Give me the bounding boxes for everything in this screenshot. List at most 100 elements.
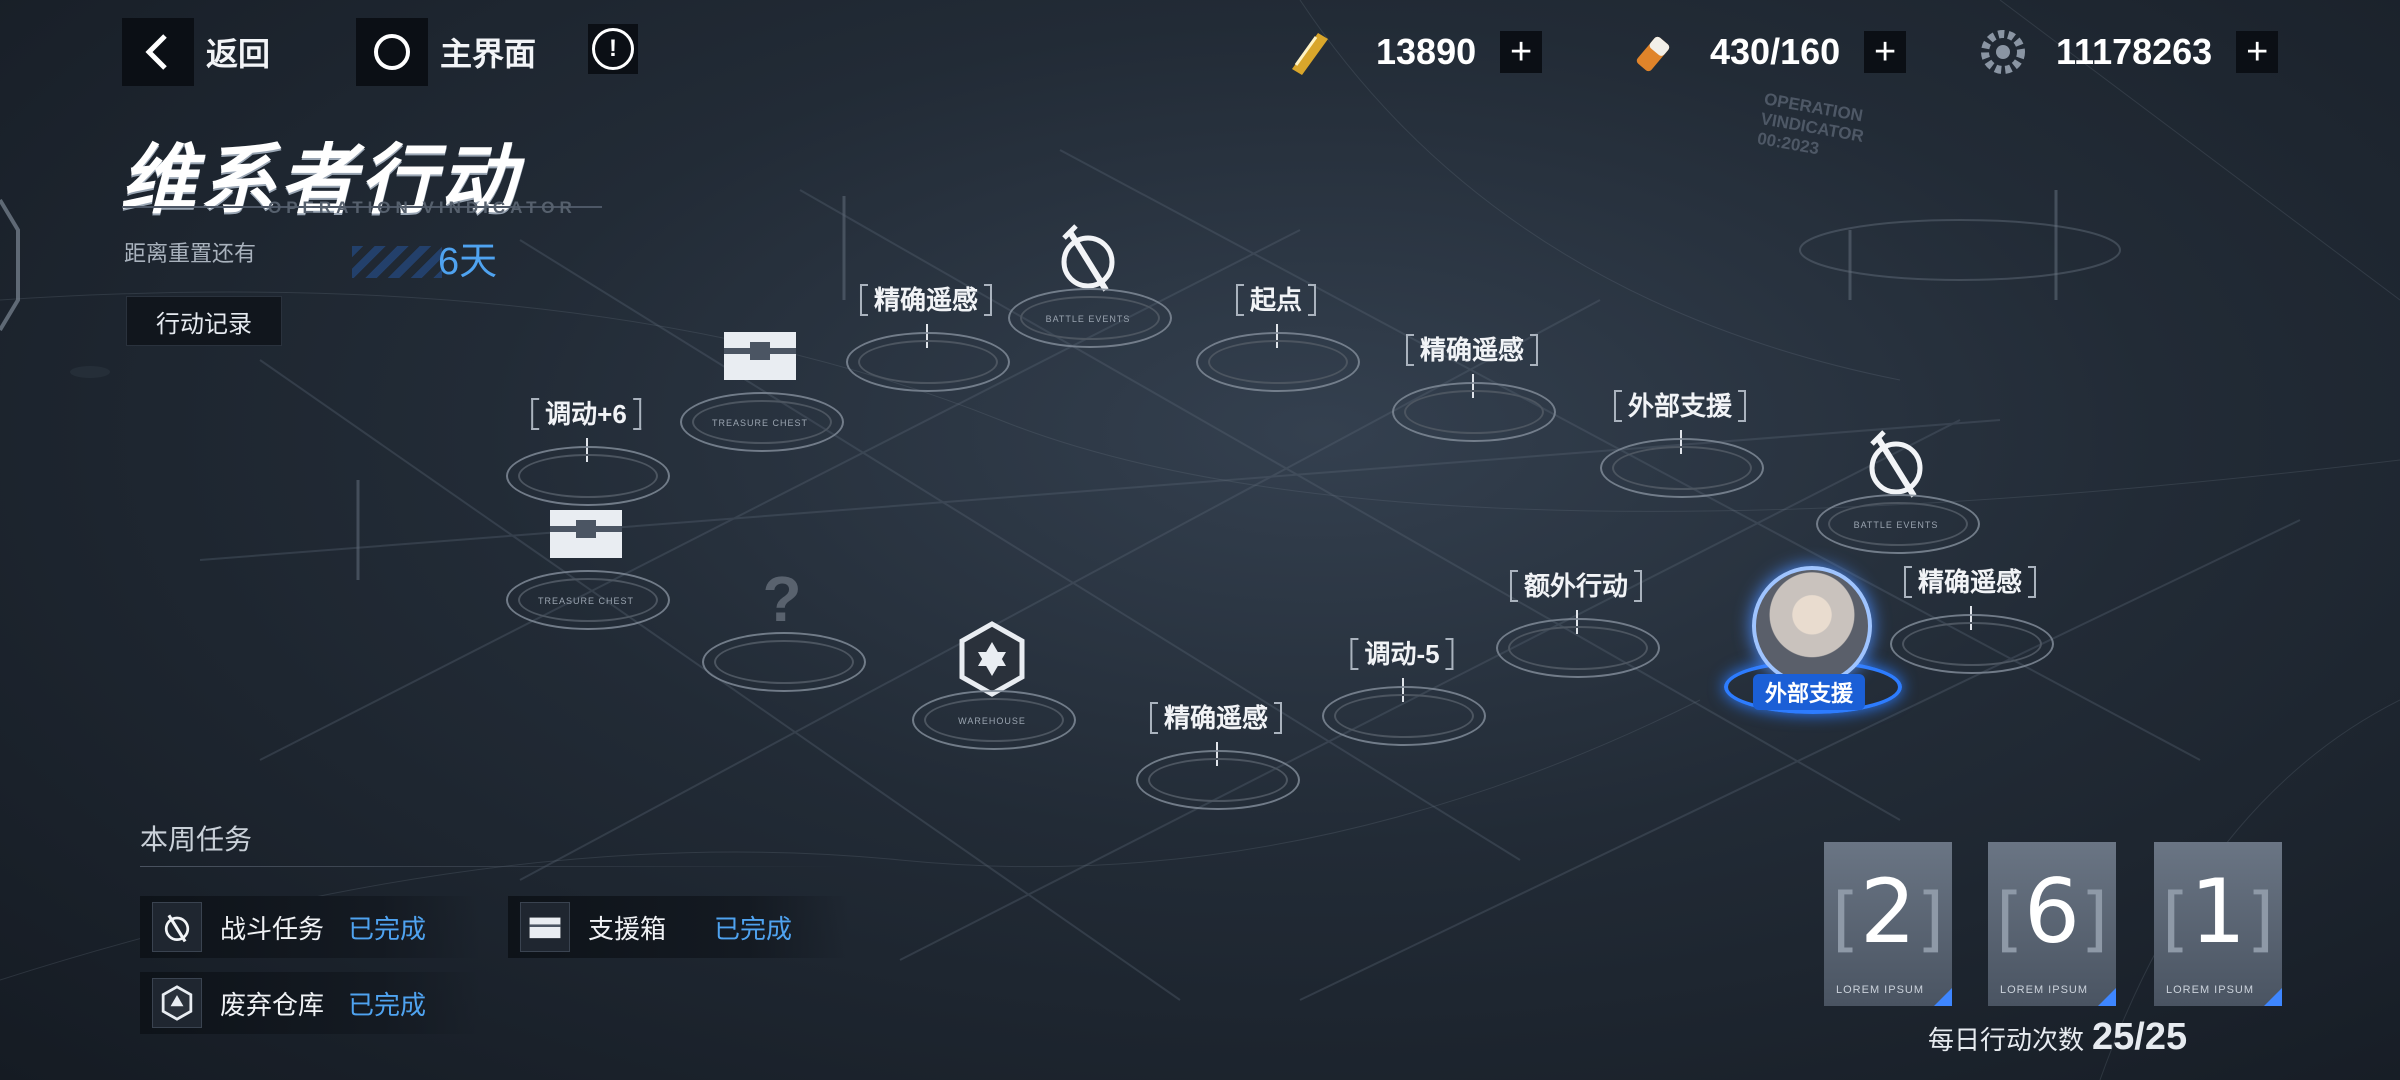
home-icon-box [356, 18, 428, 86]
player-avatar [1752, 566, 1872, 686]
node-ring [846, 332, 1010, 392]
reset-stripes [352, 246, 442, 278]
map-node-remote-sensing[interactable]: 精确遥感 [846, 280, 1010, 420]
map-node-label: 精确遥感 [859, 280, 993, 317]
node-ring [506, 446, 670, 506]
map-node-unknown[interactable]: ? [702, 562, 866, 712]
operation-deco-text: OPERATION VINDICATOR 00:2023 [1755, 89, 1866, 159]
daily-actions-label: 每日行动次数 [1928, 1025, 2085, 1055]
map-node-battle-event[interactable]: BATTLE EVENTS [1008, 218, 1172, 368]
node-ring-inner [1508, 626, 1648, 670]
map-node-external-support[interactable]: 外部支援 [1600, 386, 1764, 526]
mission-status: 已完成 [348, 989, 427, 1020]
treasure-chest-caption: TREASURE CHEST [711, 418, 809, 428]
map-node-remote-sensing[interactable]: 精确遥感 [1136, 698, 1300, 838]
node-ring-inner [858, 340, 998, 384]
node-ring [1322, 686, 1486, 746]
map-node-remote-sensing[interactable]: 精确遥感 [1392, 330, 1556, 470]
map-node-label: 精确遥感 [1149, 698, 1283, 735]
reset-value: 6天 [438, 241, 498, 283]
node-ring [702, 632, 866, 692]
map-node-label: 精确遥感 [1405, 330, 1539, 367]
node-ring-inner [1404, 390, 1544, 434]
map-node-warehouse[interactable]: WAREHOUSE [912, 620, 1076, 770]
event-subtitle: OPERATION VINDICATOR [268, 198, 577, 217]
map-node-extra-action[interactable]: 额外行动 [1496, 566, 1660, 706]
map-node-move-minus[interactable]: 调动-5 [1322, 634, 1486, 774]
node-ring [506, 570, 670, 630]
counter-bracket-left: [ [1996, 878, 2024, 960]
node-ring-inner [1828, 502, 1968, 546]
event-title: 维系者行动 [120, 138, 520, 223]
counter-digit: 2 [1860, 860, 1916, 963]
daily-actions-value: 25/25 [2092, 1016, 2188, 1058]
node-ring [1136, 750, 1300, 810]
reset-label: 距离重置还有 [124, 241, 257, 266]
battle-event-caption: BATTLE EVENTS [1045, 314, 1131, 324]
resource-gears-value: 11178263 [2056, 31, 2213, 72]
warehouse-icon [152, 978, 202, 1028]
weekly-missions-title: 本周任务 [140, 824, 253, 855]
action-log-button[interactable]: 行动记录 [126, 296, 282, 346]
treasure-chest-icon [724, 332, 796, 380]
counter-bracket-left: [ [1832, 878, 1860, 960]
add-battery-button[interactable]: + [1864, 31, 1907, 73]
node-ring [912, 690, 1076, 750]
node-ring [1196, 332, 1360, 392]
warehouse-caption: WAREHOUSE [958, 716, 1026, 726]
treasure-chest-icon [550, 510, 622, 558]
resource-tickets: 13890 + [1282, 20, 1543, 84]
treasure-chest-icon [520, 902, 570, 952]
node-ring-inner [518, 454, 658, 498]
home-button[interactable]: 主界面 [356, 18, 537, 86]
mission-support-box: 支援箱 已完成 [508, 896, 848, 958]
gear-icon [1981, 30, 2025, 74]
weekly-missions-divider [140, 866, 840, 867]
counter-corner [2264, 988, 2282, 1006]
map-node-treasure-chest[interactable]: TREASURE CHEST [506, 500, 670, 650]
counter-bracket-right: ] [2080, 878, 2108, 960]
counter-card: [ ] 1 LOREM IPSUM [2154, 842, 2282, 1006]
node-ring-inner [1612, 446, 1752, 490]
map-node-label: 额外行动 [1509, 566, 1643, 603]
map-node-label: 调动-5 [1350, 634, 1454, 671]
counter-bracket-right: ] [2246, 878, 2274, 960]
player-marker[interactable]: 外部支援 [1724, 560, 1902, 720]
counter-card: [ ] 2 LOREM IPSUM [1824, 842, 1952, 1006]
counter-digit: 6 [2024, 860, 2080, 963]
warehouse-icon [959, 621, 1025, 697]
home-circle-icon [374, 34, 410, 70]
unknown-icon: ? [762, 563, 802, 635]
counter-digit: 1 [2190, 860, 2246, 963]
counter-corner [2098, 988, 2116, 1006]
resource-battery-value: 430/160 [1710, 31, 1841, 72]
node-ring-inner [1902, 622, 2042, 666]
map-node-label: 调动+6 [531, 394, 641, 431]
battle-event-icon [1061, 224, 1115, 292]
home-label: 主界面 [440, 36, 537, 72]
node-ring-inner [1020, 296, 1160, 340]
mission-name: 支援箱 [588, 913, 667, 944]
mission-battle: 战斗任务 已完成 [140, 896, 480, 958]
add-tickets-button[interactable]: + [1500, 31, 1543, 73]
map-node-battle-event[interactable]: BATTLE EVENTS [1816, 424, 1980, 574]
node-ring [1008, 288, 1172, 348]
back-button[interactable]: 返回 [122, 18, 270, 86]
node-ring [1890, 614, 2054, 674]
map-node-move-plus[interactable]: 调动+6 [506, 394, 670, 534]
title-underline [122, 206, 602, 208]
map-node-treasure-chest[interactable]: TREASURE CHEST [680, 322, 844, 472]
node-ring-inner [1148, 758, 1288, 802]
map-node-remote-sensing[interactable]: 精确遥感 [1890, 562, 2054, 702]
add-gears-button[interactable]: + [2236, 31, 2279, 73]
resource-tickets-value: 13890 [1376, 31, 1477, 72]
node-ring [1496, 618, 1660, 678]
resource-battery: 430/160 + [1630, 20, 1907, 84]
mission-name: 废弃仓库 [220, 989, 325, 1020]
counter-caption: LOREM IPSUM [1836, 984, 1925, 996]
info-button[interactable]: ! [588, 24, 638, 74]
node-ring-inner [518, 578, 658, 622]
mission-status: 已完成 [348, 913, 427, 944]
map-node-start[interactable]: 起点 [1196, 280, 1360, 420]
info-icon: ! [592, 28, 634, 70]
